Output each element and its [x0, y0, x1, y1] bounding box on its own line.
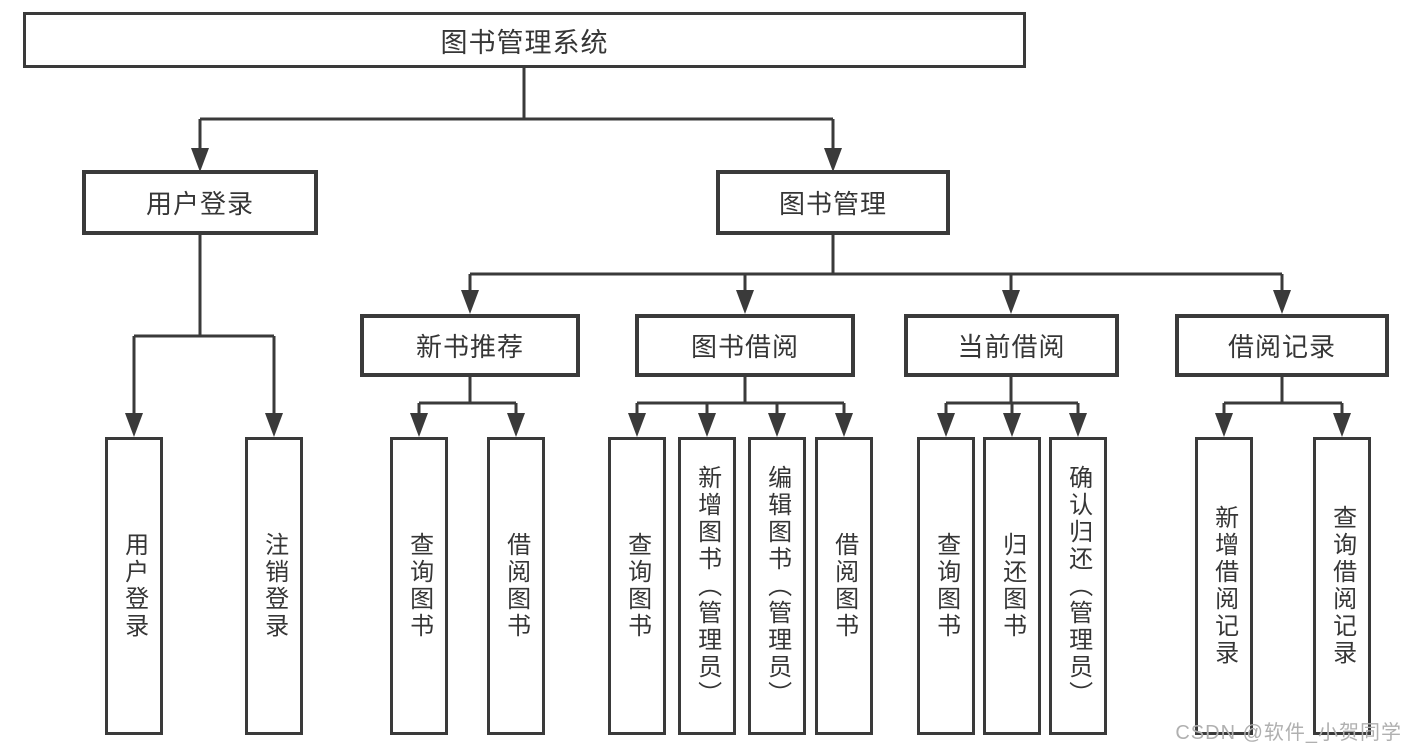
- node-library-management-system: 图书管理系统: [23, 12, 1026, 68]
- leaf-current-query-books: 查询图书: [917, 437, 975, 735]
- leaf-recommend-borrow-books: 借阅图书: [487, 437, 545, 735]
- arrow-down-icon: [1273, 290, 1291, 314]
- connector-borrow-split: [635, 377, 846, 416]
- leaf-return-books: 归还图书: [983, 437, 1041, 735]
- node-book-borrow: 图书借阅: [635, 314, 855, 377]
- arrow-down-icon: [736, 290, 754, 314]
- arrow-down-icon: [1215, 413, 1233, 437]
- leaf-edit-book-admin: 编辑图书（管理员）: [748, 437, 806, 735]
- connector-current-split: [944, 377, 1080, 416]
- connector-user-login-split: [132, 235, 276, 416]
- leaf-recommend-query-books: 查询图书: [390, 437, 448, 735]
- leaf-user-login: 用户登录: [105, 437, 163, 735]
- arrow-down-icon: [937, 413, 955, 437]
- leaf-borrow-query-books: 查询图书: [608, 437, 666, 735]
- arrow-down-icon: [1333, 413, 1351, 437]
- arrow-down-icon: [768, 413, 786, 437]
- arrow-down-icon: [265, 413, 283, 437]
- arrow-down-icon: [125, 413, 143, 437]
- arrow-down-icon: [824, 148, 842, 172]
- arrow-down-icon: [507, 413, 525, 437]
- connector-records-split: [1222, 377, 1344, 416]
- connector-root-split: [198, 68, 835, 150]
- arrow-down-icon: [461, 290, 479, 314]
- node-book-management: 图书管理: [716, 170, 950, 235]
- node-new-book-recommend: 新书推荐: [360, 314, 580, 377]
- node-user-login: 用户登录: [82, 170, 318, 235]
- leaf-logout: 注销登录: [245, 437, 303, 735]
- arrow-down-icon: [191, 148, 209, 172]
- connector-book-mgmt-split: [468, 235, 1284, 293]
- leaf-add-borrow-record: 新增借阅记录: [1195, 437, 1253, 735]
- leaf-borrow-borrow-books: 借阅图书: [815, 437, 873, 735]
- arrow-down-icon: [1069, 413, 1087, 437]
- arrow-down-icon: [628, 413, 646, 437]
- arrow-down-icon: [1003, 413, 1021, 437]
- connector-recommend-split: [417, 377, 518, 416]
- arrow-down-icon: [698, 413, 716, 437]
- csdn-watermark: CSDN @软件_小贺同学: [1175, 722, 1402, 744]
- arrow-down-icon: [410, 413, 428, 437]
- leaf-add-book-admin: 新增图书（管理员）: [678, 437, 736, 735]
- node-current-borrow: 当前借阅: [904, 314, 1119, 377]
- arrow-down-icon: [1002, 290, 1020, 314]
- arrowheads: [125, 148, 1351, 437]
- leaf-query-borrow-record: 查询借阅记录: [1313, 437, 1371, 735]
- arrow-down-icon: [835, 413, 853, 437]
- leaf-confirm-return-admin: 确认归还（管理员）: [1049, 437, 1107, 735]
- node-borrow-records: 借阅记录: [1175, 314, 1389, 377]
